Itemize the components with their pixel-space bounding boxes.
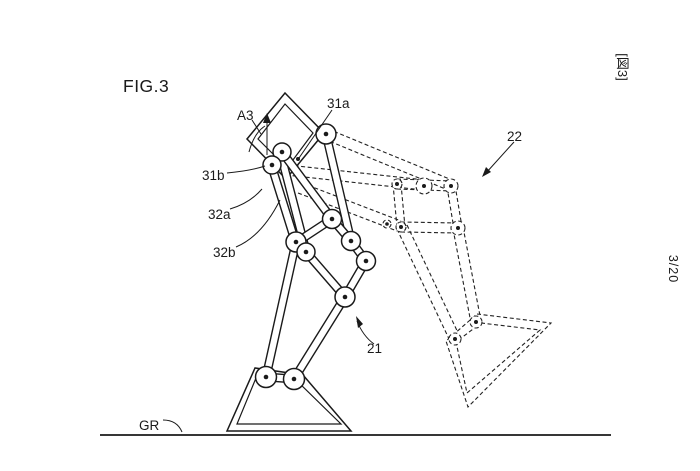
swing-leg-dashed-linkage <box>285 128 553 409</box>
figure-title: FIG.3 <box>123 76 169 96</box>
leader-31b <box>226 165 266 174</box>
a3-angle-arc <box>248 125 266 153</box>
arrow-22-head-icon <box>482 167 491 177</box>
page-number-vertical: 3/20 <box>666 255 680 283</box>
a3-leader-line <box>251 119 262 135</box>
label-gr: GR <box>139 418 160 433</box>
leader-32a <box>229 188 263 210</box>
arrow-21-head-icon <box>356 316 363 328</box>
annotations <box>162 109 515 433</box>
a3-arrowhead-icon <box>263 113 271 123</box>
label-a3: A3 <box>237 108 254 123</box>
arrow-22 <box>485 141 515 174</box>
label-31b: 31b <box>202 168 225 183</box>
label-31a: 31a <box>327 96 350 111</box>
sheet-label-vertical: [図3] <box>615 53 630 80</box>
label-21: 21 <box>367 341 382 356</box>
swing-leg-joints <box>382 177 483 346</box>
stance-leg-joints <box>254 123 377 391</box>
leader-32b <box>235 199 281 248</box>
swing-foot <box>445 313 553 409</box>
leader-gr <box>162 419 183 433</box>
leader-31a <box>298 109 333 159</box>
label-22: 22 <box>507 129 522 144</box>
label-32a: 32a <box>208 207 231 222</box>
label-32b: 32b <box>213 245 236 260</box>
stance-leg-shanks <box>261 237 350 384</box>
